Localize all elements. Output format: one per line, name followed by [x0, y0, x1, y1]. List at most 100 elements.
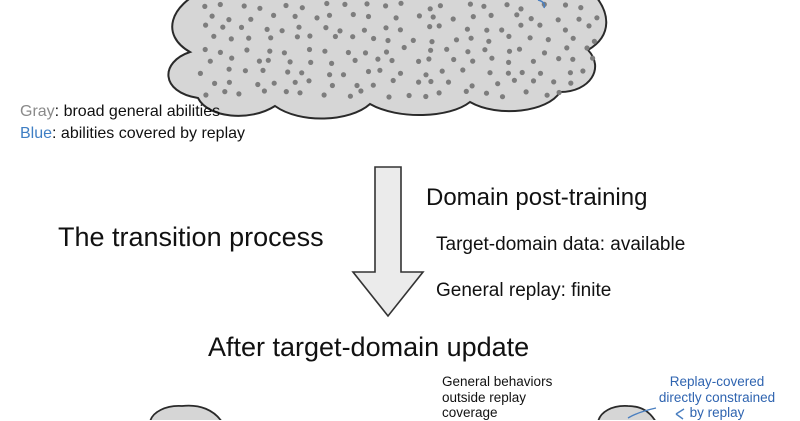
arrow-head [675, 408, 685, 420]
cloud-dot [326, 12, 333, 18]
cloud-dot [410, 37, 416, 44]
cloud-dot [358, 88, 364, 94]
cloud-dot [255, 81, 261, 88]
cloud-dot [470, 14, 476, 20]
cloud-dot [386, 94, 392, 100]
cloud-dot [383, 25, 389, 31]
cloud-dot [518, 6, 524, 12]
cloud-dot [241, 3, 247, 9]
cloud-dot [307, 33, 313, 39]
cloud-dot [506, 48, 513, 54]
down-arrow-icon [351, 166, 425, 318]
cloud-dot [203, 92, 209, 98]
cloud-dot [484, 27, 490, 33]
cloud-dot [365, 13, 372, 20]
left-note: General behaviors outside replay coverag… [442, 374, 552, 421]
left-note-line: coverage [442, 405, 498, 420]
cloud-dot [537, 22, 543, 28]
cloud-dot [329, 82, 335, 89]
cloud-dot [197, 70, 203, 76]
cloud-dot [555, 17, 561, 23]
cloud-dot [489, 55, 495, 61]
cloud-dot [523, 89, 529, 95]
cloud-dot [212, 80, 218, 86]
cloud-dot [279, 28, 285, 34]
cloud-dot [350, 11, 356, 18]
cloud-dot [469, 83, 475, 89]
cloud-dot [530, 78, 537, 84]
cloud-dot [211, 33, 217, 39]
cloud-dot [268, 35, 274, 41]
cloud-dot [436, 23, 442, 29]
cloud-dot [383, 49, 390, 55]
cloud-dot [323, 25, 329, 31]
cloud-dot [423, 93, 429, 100]
cloud-dot [428, 78, 434, 85]
cloud-dot [519, 69, 525, 76]
cloud-dot [590, 55, 596, 61]
cloud-dot [321, 92, 327, 98]
cloud-dot [350, 34, 356, 40]
cloud-dot [450, 16, 456, 22]
cloud-dot [202, 46, 208, 53]
cloud-dot [256, 58, 262, 64]
cloud-dot [564, 45, 570, 51]
cloud-dot [445, 79, 452, 85]
cloud-dot [398, 0, 404, 6]
cloud-dot [545, 37, 551, 43]
cloud-dot [337, 28, 343, 34]
legend-blue: Blue: abilities covered by replay [20, 125, 245, 143]
cloud-dot [257, 5, 263, 11]
cloud-dot [347, 93, 353, 99]
cloud-dot [397, 70, 404, 76]
cloud-dot [576, 16, 582, 22]
cloud-dot [271, 80, 277, 86]
cloud-dot [314, 15, 320, 21]
cloud-dot [416, 79, 422, 85]
cloud-dot [594, 15, 600, 21]
cloud-dot [327, 72, 333, 78]
cloud-dot [580, 68, 586, 74]
cloud-dot [427, 6, 433, 12]
cloud-dot [294, 34, 300, 40]
legend-blue-text: : abilities covered by replay [52, 125, 246, 142]
cloud-dot [499, 27, 505, 33]
cloud-dot [209, 13, 215, 19]
cloud-dot [444, 46, 450, 52]
cloud-dot [514, 12, 520, 18]
cloud-dot [527, 35, 533, 41]
cloud-dot [202, 3, 208, 9]
cloud-dot [483, 90, 490, 96]
cloud-dot [265, 57, 271, 63]
legend-blue-word: Blue [20, 125, 53, 142]
bottom-left-cloud [149, 404, 222, 420]
bottom-right-cloud [597, 405, 656, 420]
left-note-line: General behaviors [442, 374, 553, 389]
cloud-dot [506, 59, 512, 65]
cloud-dot [375, 56, 381, 62]
cloud-dot [487, 70, 493, 76]
cloud-dot [342, 1, 348, 7]
cloud-dot [377, 67, 383, 73]
cloud-dot [430, 14, 436, 20]
cloud-dot [584, 45, 590, 51]
right-note-line: Replay-covered [669, 374, 765, 389]
cloud-dot [362, 50, 369, 56]
cloud-dot [322, 48, 328, 54]
cloud-dot [306, 46, 313, 53]
cloud-dot [283, 2, 289, 9]
cloud-dot [271, 12, 277, 18]
cloud-dot [570, 35, 576, 41]
cloud-dot [329, 60, 335, 66]
cloud-dot [511, 77, 517, 83]
cloud-dot [416, 13, 422, 19]
cloud-dot [306, 78, 312, 84]
cloud-dot [217, 49, 223, 56]
cloud-dot [203, 22, 209, 28]
cloud-dot [439, 68, 445, 74]
cloud-dot [429, 39, 435, 45]
cloud-dot [207, 58, 213, 64]
cloud-dot [296, 24, 302, 30]
left-note-line: outside replay [442, 389, 527, 405]
cloud-shape [167, 0, 608, 120]
